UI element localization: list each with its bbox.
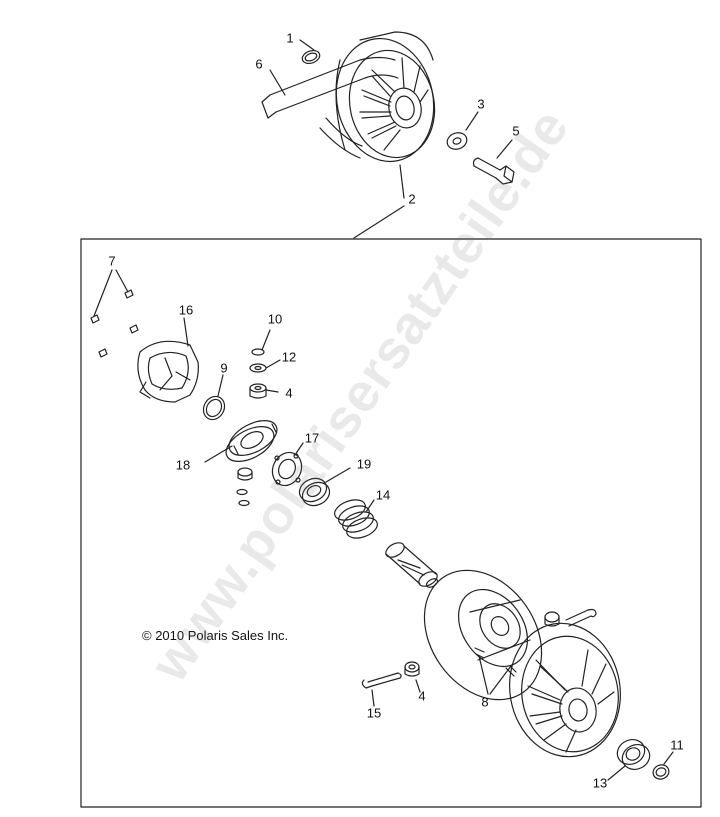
callout-13: 13	[592, 775, 608, 791]
bearing-part-13	[616, 739, 651, 770]
callout-14: 14	[375, 487, 391, 503]
clip-part-11	[652, 764, 670, 780]
washer-part-3	[446, 132, 468, 150]
sheave-fixed	[509, 622, 621, 758]
callout-11: 11	[670, 737, 684, 753]
callout-17: 17	[304, 430, 320, 446]
drive-belt-part-6	[261, 56, 399, 159]
shaft	[385, 542, 439, 588]
callout-3: 3	[477, 96, 485, 112]
callout-1: 1	[286, 30, 294, 46]
callout-18: 18	[175, 457, 191, 473]
bushing-upper-right	[544, 611, 560, 627]
callout-15: 15	[366, 705, 382, 721]
callout-4-lower: 4	[418, 688, 426, 704]
bolt-part-5	[472, 157, 515, 185]
cover-part-16	[137, 340, 199, 403]
ring-part-9	[202, 395, 226, 421]
pin-part-15	[361, 672, 402, 689]
pin-part-8a	[474, 647, 485, 659]
callout-9: 9	[220, 360, 228, 376]
callout-12: 12	[281, 349, 297, 365]
clip-part-10	[251, 348, 265, 356]
plate-part-17	[271, 451, 303, 487]
clutch-assembly-part-2	[335, 31, 436, 163]
bushing-stack-lower	[236, 467, 253, 507]
callout-8: 8	[481, 694, 489, 710]
callout-5: 5	[512, 123, 520, 139]
washer-part-1	[301, 49, 321, 65]
housing-part-18	[225, 420, 278, 462]
callout-2: 2	[408, 191, 416, 207]
washer-part-12	[249, 363, 267, 373]
copyright-notice: © 2010 Polaris Sales Inc.	[142, 628, 289, 643]
bushing-part-4-upper	[249, 383, 267, 399]
bearing-part-19	[298, 477, 331, 507]
assembly-frame	[80, 238, 702, 808]
bushing-part-4-lower	[404, 661, 420, 677]
callout-16: 16	[178, 302, 194, 318]
callout-4-upper: 4	[285, 385, 293, 401]
callout-19: 19	[356, 456, 372, 472]
spring-part-14	[334, 499, 378, 539]
sheave-movable	[423, 569, 543, 701]
callout-6: 6	[255, 56, 263, 72]
callout-7: 7	[108, 253, 116, 269]
screws-part-7	[90, 289, 139, 358]
callout-10: 10	[267, 311, 283, 327]
